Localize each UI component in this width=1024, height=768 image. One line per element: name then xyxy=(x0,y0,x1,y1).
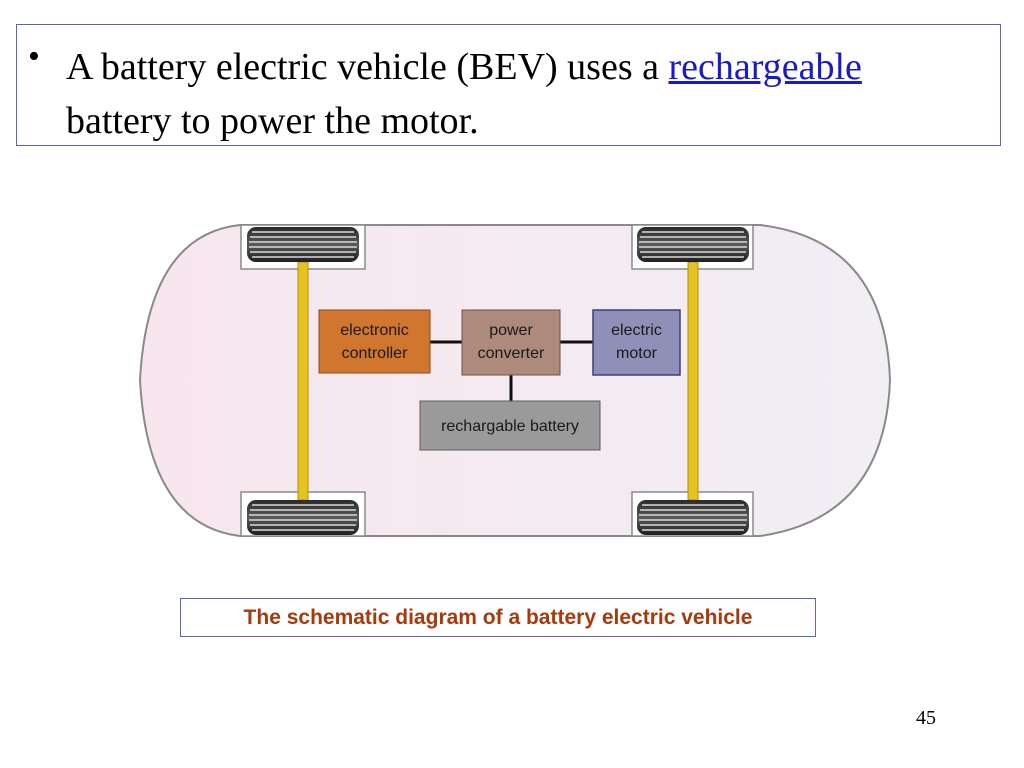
bullet-text: A battery electric vehicle (BEV) uses a … xyxy=(66,40,966,148)
left-axle xyxy=(297,261,309,501)
bullet-text-before: A battery electric vehicle (BEV) uses a xyxy=(66,46,669,88)
tire-rear-right xyxy=(637,500,749,535)
battery-label: rechargable battery xyxy=(441,418,579,435)
controller-label-line2: controller xyxy=(342,345,408,362)
page-number: 45 xyxy=(916,707,936,729)
bullet-text-after: battery to power the motor. xyxy=(66,100,479,142)
electronic-controller-block: electronic controller xyxy=(318,309,431,374)
tire-rear-left xyxy=(247,500,359,535)
electric-motor-block: electric motor xyxy=(592,309,681,376)
diagram-caption: The schematic diagram of a battery elect… xyxy=(243,605,753,629)
power-converter-block: power converter xyxy=(461,309,561,376)
rechargeable-link[interactable]: rechargeable xyxy=(668,46,862,88)
controller-label-line1: electronic xyxy=(340,322,408,339)
converter-label-line1: power xyxy=(489,322,533,339)
bullet-box xyxy=(16,24,1001,146)
motor-label-line1: electric xyxy=(611,322,662,339)
tire-front-left xyxy=(247,227,359,262)
car-body xyxy=(138,224,892,537)
rechargeable-battery-block: rechargable battery xyxy=(419,400,601,451)
right-axle xyxy=(687,261,699,501)
caption-box: The schematic diagram of a battery elect… xyxy=(180,598,816,637)
converter-label-line2: converter xyxy=(478,345,545,362)
bullet-marker: • xyxy=(28,38,40,75)
motor-label-line2: motor xyxy=(616,345,658,362)
tire-front-right xyxy=(637,227,749,262)
